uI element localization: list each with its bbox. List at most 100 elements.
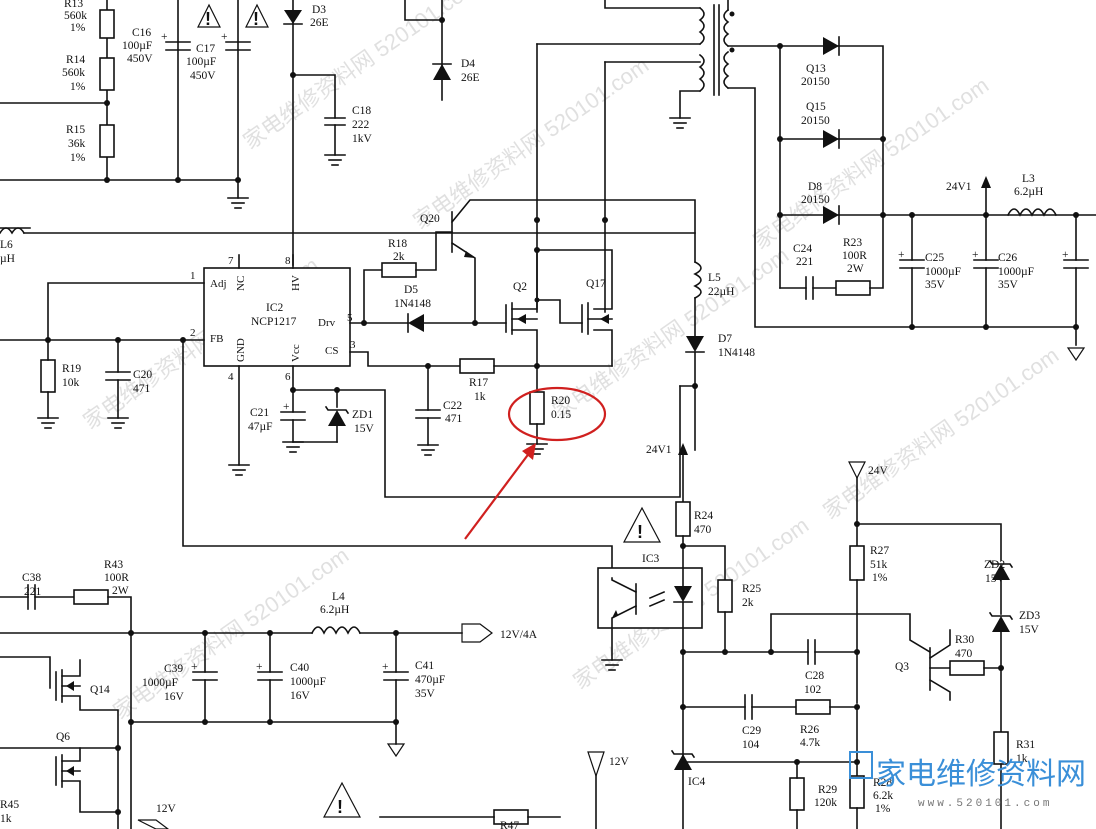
r26-label: R26 (800, 724, 819, 736)
zener-zd3 (992, 616, 1010, 632)
capacitor-c17: + (221, 31, 251, 51)
r26-value: 4.7k (800, 737, 820, 749)
svg-text:+: + (256, 661, 263, 673)
d3-label: D3 (312, 4, 326, 16)
ic2-pin-number: 3 (350, 339, 356, 351)
ic2-pin-vcc: Vcc (290, 344, 302, 362)
r47-label: R47 (500, 820, 519, 829)
q15-value: 20150 (801, 115, 830, 127)
output-port-icon (137, 819, 169, 829)
warning-icon: ! (323, 781, 361, 818)
svg-text:!: ! (337, 797, 343, 817)
r45-label: R45 (0, 799, 19, 811)
c20-label: C20 (133, 369, 152, 381)
warning-icon: ! (197, 3, 221, 29)
arrow-line (464, 451, 531, 540)
zd3-value: 15V (1019, 624, 1040, 636)
r24-value: 470 (694, 524, 712, 536)
resistor-r20 (529, 391, 545, 425)
resistor-r30 (949, 660, 985, 676)
c20-value: 471 (133, 383, 151, 395)
r30-label: R30 (955, 634, 974, 646)
resistor-r27 (849, 545, 865, 581)
r31-label: R31 (1016, 739, 1035, 751)
resistor-r29 (789, 777, 805, 811)
zd2-value: 15V (985, 573, 1006, 585)
rail-arrow-icon (981, 176, 991, 188)
resistor-r43 (73, 589, 109, 605)
resistor-r19 (40, 359, 56, 393)
zd1-value: 15V (354, 423, 375, 435)
c25-label: C25 (925, 252, 944, 264)
r14-label: R14 (66, 54, 85, 66)
rectifier-24v: Q13 20150 Q15 20150 D8 20150 C24 221 R23… (727, 36, 1096, 362)
d4-value: 26E (461, 72, 480, 84)
q14-label: Q14 (90, 684, 110, 696)
l4-value: 6.2µH (320, 604, 349, 616)
c24-value: 221 (796, 256, 814, 268)
svg-text:+: + (161, 31, 168, 43)
l6-value: µH (0, 253, 15, 265)
svg-text:+: + (898, 249, 905, 261)
l6-label: L6 (0, 239, 13, 251)
rail-12v-label: 12V (156, 803, 177, 815)
ic2-pin-number: 6 (285, 371, 291, 383)
diode-d8 (823, 206, 839, 224)
ic2-pin-number: 2 (190, 327, 196, 339)
ic2-part-number: NCP1217 (251, 316, 297, 328)
site-logo: 家电维修资料网 www.520101.com (849, 751, 1086, 810)
c41-voltage: 35V (415, 688, 436, 700)
c18-voltage: 1kV (352, 133, 373, 145)
r15-value: 36k (68, 138, 86, 150)
arrow-head-icon (522, 443, 536, 460)
resistor-r18 (381, 262, 417, 278)
inductor-l6 (0, 227, 26, 235)
resistor-r26 (795, 699, 831, 715)
resistor-r13 (99, 9, 115, 39)
r25-label: R25 (742, 583, 761, 595)
vcc-section: + C21 47µF ZD1 15V (248, 365, 681, 498)
c24-label: C24 (793, 243, 812, 255)
svg-text:!: ! (637, 522, 643, 542)
c17-label: C17 (196, 43, 215, 55)
diode-d7 (686, 336, 704, 352)
q20-label: Q20 (420, 213, 440, 225)
l3-value: 6.2µH (1014, 186, 1043, 198)
watermark-text: 家电维修资料网 520101.com (819, 342, 1064, 524)
diode-d3 (284, 10, 302, 24)
c16-value: 100µF (122, 40, 152, 52)
d5-value: 1N4148 (394, 298, 431, 310)
ground-icon (386, 743, 406, 758)
c29-label: C29 (742, 725, 761, 737)
svg-text:+: + (283, 401, 290, 413)
c28-label: C28 (805, 670, 824, 682)
d7-value: 1N4148 (718, 347, 755, 359)
zd1-label: ZD1 (352, 409, 373, 421)
r17-label: R17 (469, 377, 488, 389)
resistor-r17 (459, 358, 495, 374)
transformer-winding (723, 50, 730, 90)
ic2-pin-hv: HV (290, 275, 302, 291)
r31-value: 1k (1016, 753, 1028, 765)
r27-label: R27 (870, 545, 889, 557)
r19-label: R19 (62, 363, 81, 375)
c25-voltage: 35V (925, 279, 946, 291)
logo-url: www.520101.com (918, 798, 1052, 810)
c40-value: 1000µF (290, 676, 326, 688)
r14-value: 560k (62, 67, 85, 79)
ic2-pin-fb: FB (210, 333, 223, 345)
r27-value: 51k (870, 559, 888, 571)
r29-label: R29 (818, 784, 837, 796)
zd3-label: ZD3 (1019, 610, 1040, 622)
c16-label: C16 (132, 27, 151, 39)
c38-label: C38 (22, 572, 41, 584)
r28-tolerance: 1% (875, 803, 891, 815)
c16-voltage: 450V (127, 53, 153, 65)
ic2-pin-drv: Drv (318, 317, 336, 329)
ground-symbol (227, 197, 249, 209)
l5-value: 22µH (708, 286, 734, 298)
r24-label: R24 (694, 510, 713, 522)
driver-section: Q20 R18 2k D5 1N4148 Q2 Q17 (349, 199, 755, 456)
rail-input-icon (587, 751, 605, 778)
